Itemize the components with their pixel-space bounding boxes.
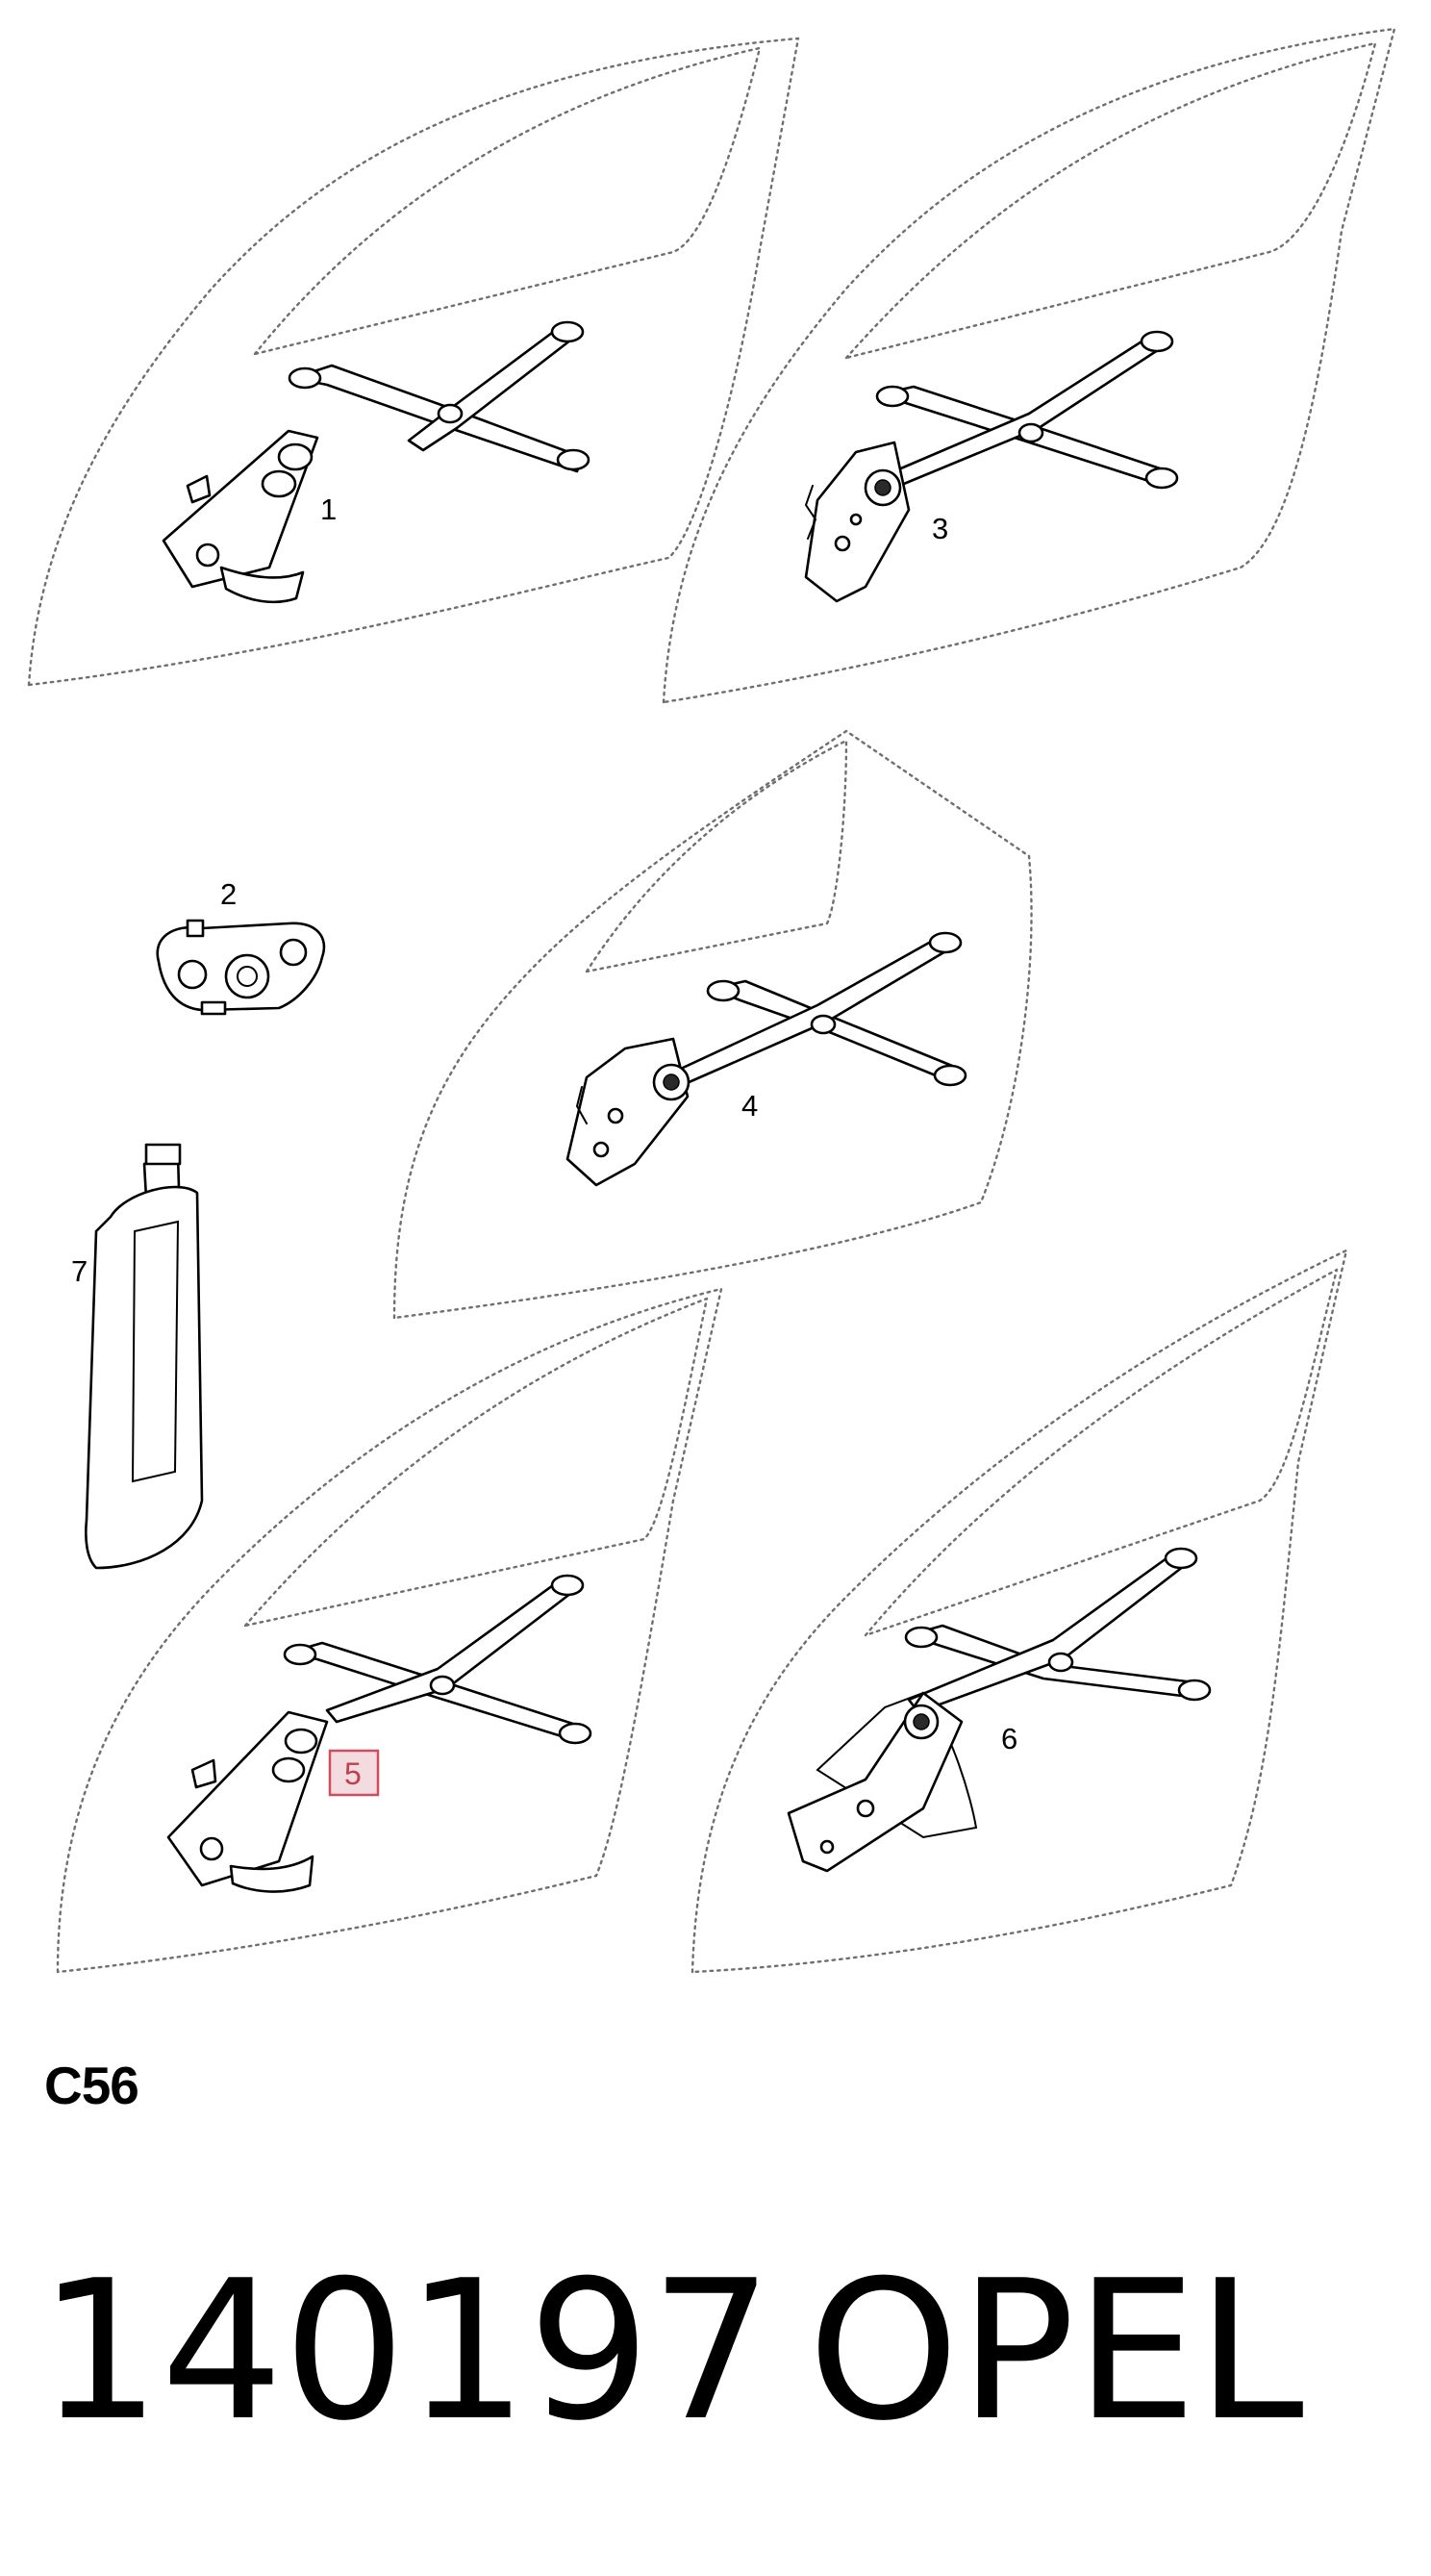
catalog-number: 140197 [38,2239,773,2463]
door-outline-5 [56,1287,723,1974]
window-regulator-electric-icon [804,330,1179,603]
window-regulator-manual-icon [162,320,590,604]
regulator-gearbox-icon [156,919,326,1016]
door-outline-1 [27,37,800,687]
door-window-3 [844,41,1377,360]
door-window-4 [585,739,848,973]
door-window-1 [253,46,762,356]
door-outline-6 [690,1249,1348,1974]
callout-3[interactable]: 3 [932,512,948,545]
callout-2[interactable]: 2 [220,877,237,911]
window-regulator-manual-rear-icon [166,1574,592,1893]
door-window-6 [864,1268,1339,1637]
brand-name: OPEL [808,2239,1304,2463]
door-outline-4 [392,729,1033,1320]
window-regulator-sector-icon [787,1547,1212,1873]
callout-1[interactable]: 1 [320,492,337,526]
door-outline-3 [662,27,1396,704]
callout-7[interactable]: 7 [71,1254,88,1288]
callout-5-highlight[interactable] [328,1749,380,1797]
grease-tube-icon [85,1143,204,1570]
callout-5[interactable]: 5 [344,1756,362,1791]
callout-4[interactable]: 4 [741,1089,758,1123]
window-regulator-electric-rear-icon [565,931,967,1187]
callout-6[interactable]: 6 [1001,1722,1017,1755]
section-code: C56 [44,2056,139,2115]
door-window-5 [243,1297,709,1628]
